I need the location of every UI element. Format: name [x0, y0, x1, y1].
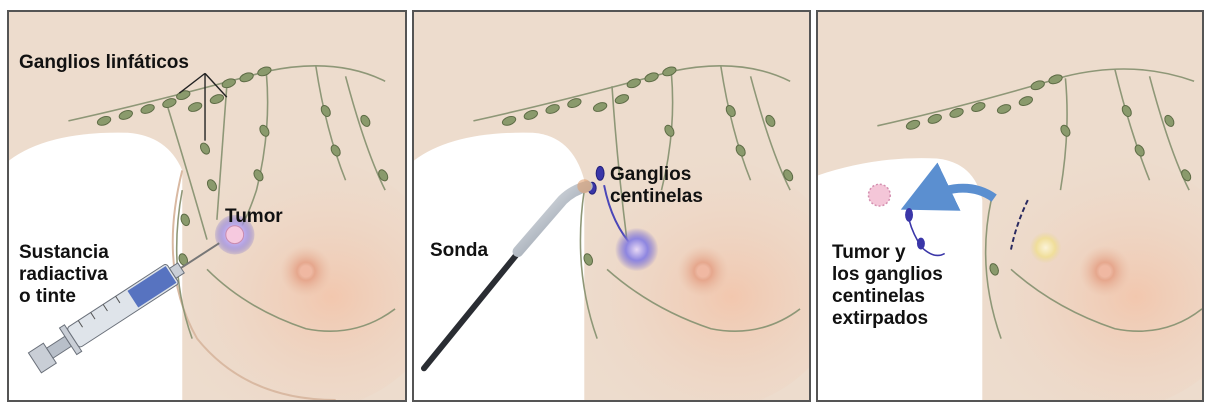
panel-probe: Sonda Ganglios centinelas — [412, 10, 811, 402]
removed-tumor — [868, 184, 890, 206]
probe-label: Sonda — [430, 240, 488, 262]
substance-label: Sustancia radiactiva o tinte — [19, 242, 109, 308]
panel-removal: Tumor y los ganglios centinelas extirpad… — [816, 10, 1204, 402]
lymph-nodes-label: Ganglios linfáticos — [19, 52, 189, 74]
tumor-label: Tumor — [225, 206, 283, 228]
removal-illustration — [818, 12, 1202, 400]
dyed-tumor — [615, 228, 659, 272]
arm-gap — [414, 133, 584, 400]
tumor-site — [1030, 232, 1062, 264]
removed-label: Tumor y los ganglios centinelas extirpad… — [832, 242, 943, 330]
sentinel-nodes-label: Ganglios centinelas — [610, 164, 703, 208]
panel-injection: Ganglios linfáticos Tumor Sustancia radi… — [7, 10, 407, 402]
